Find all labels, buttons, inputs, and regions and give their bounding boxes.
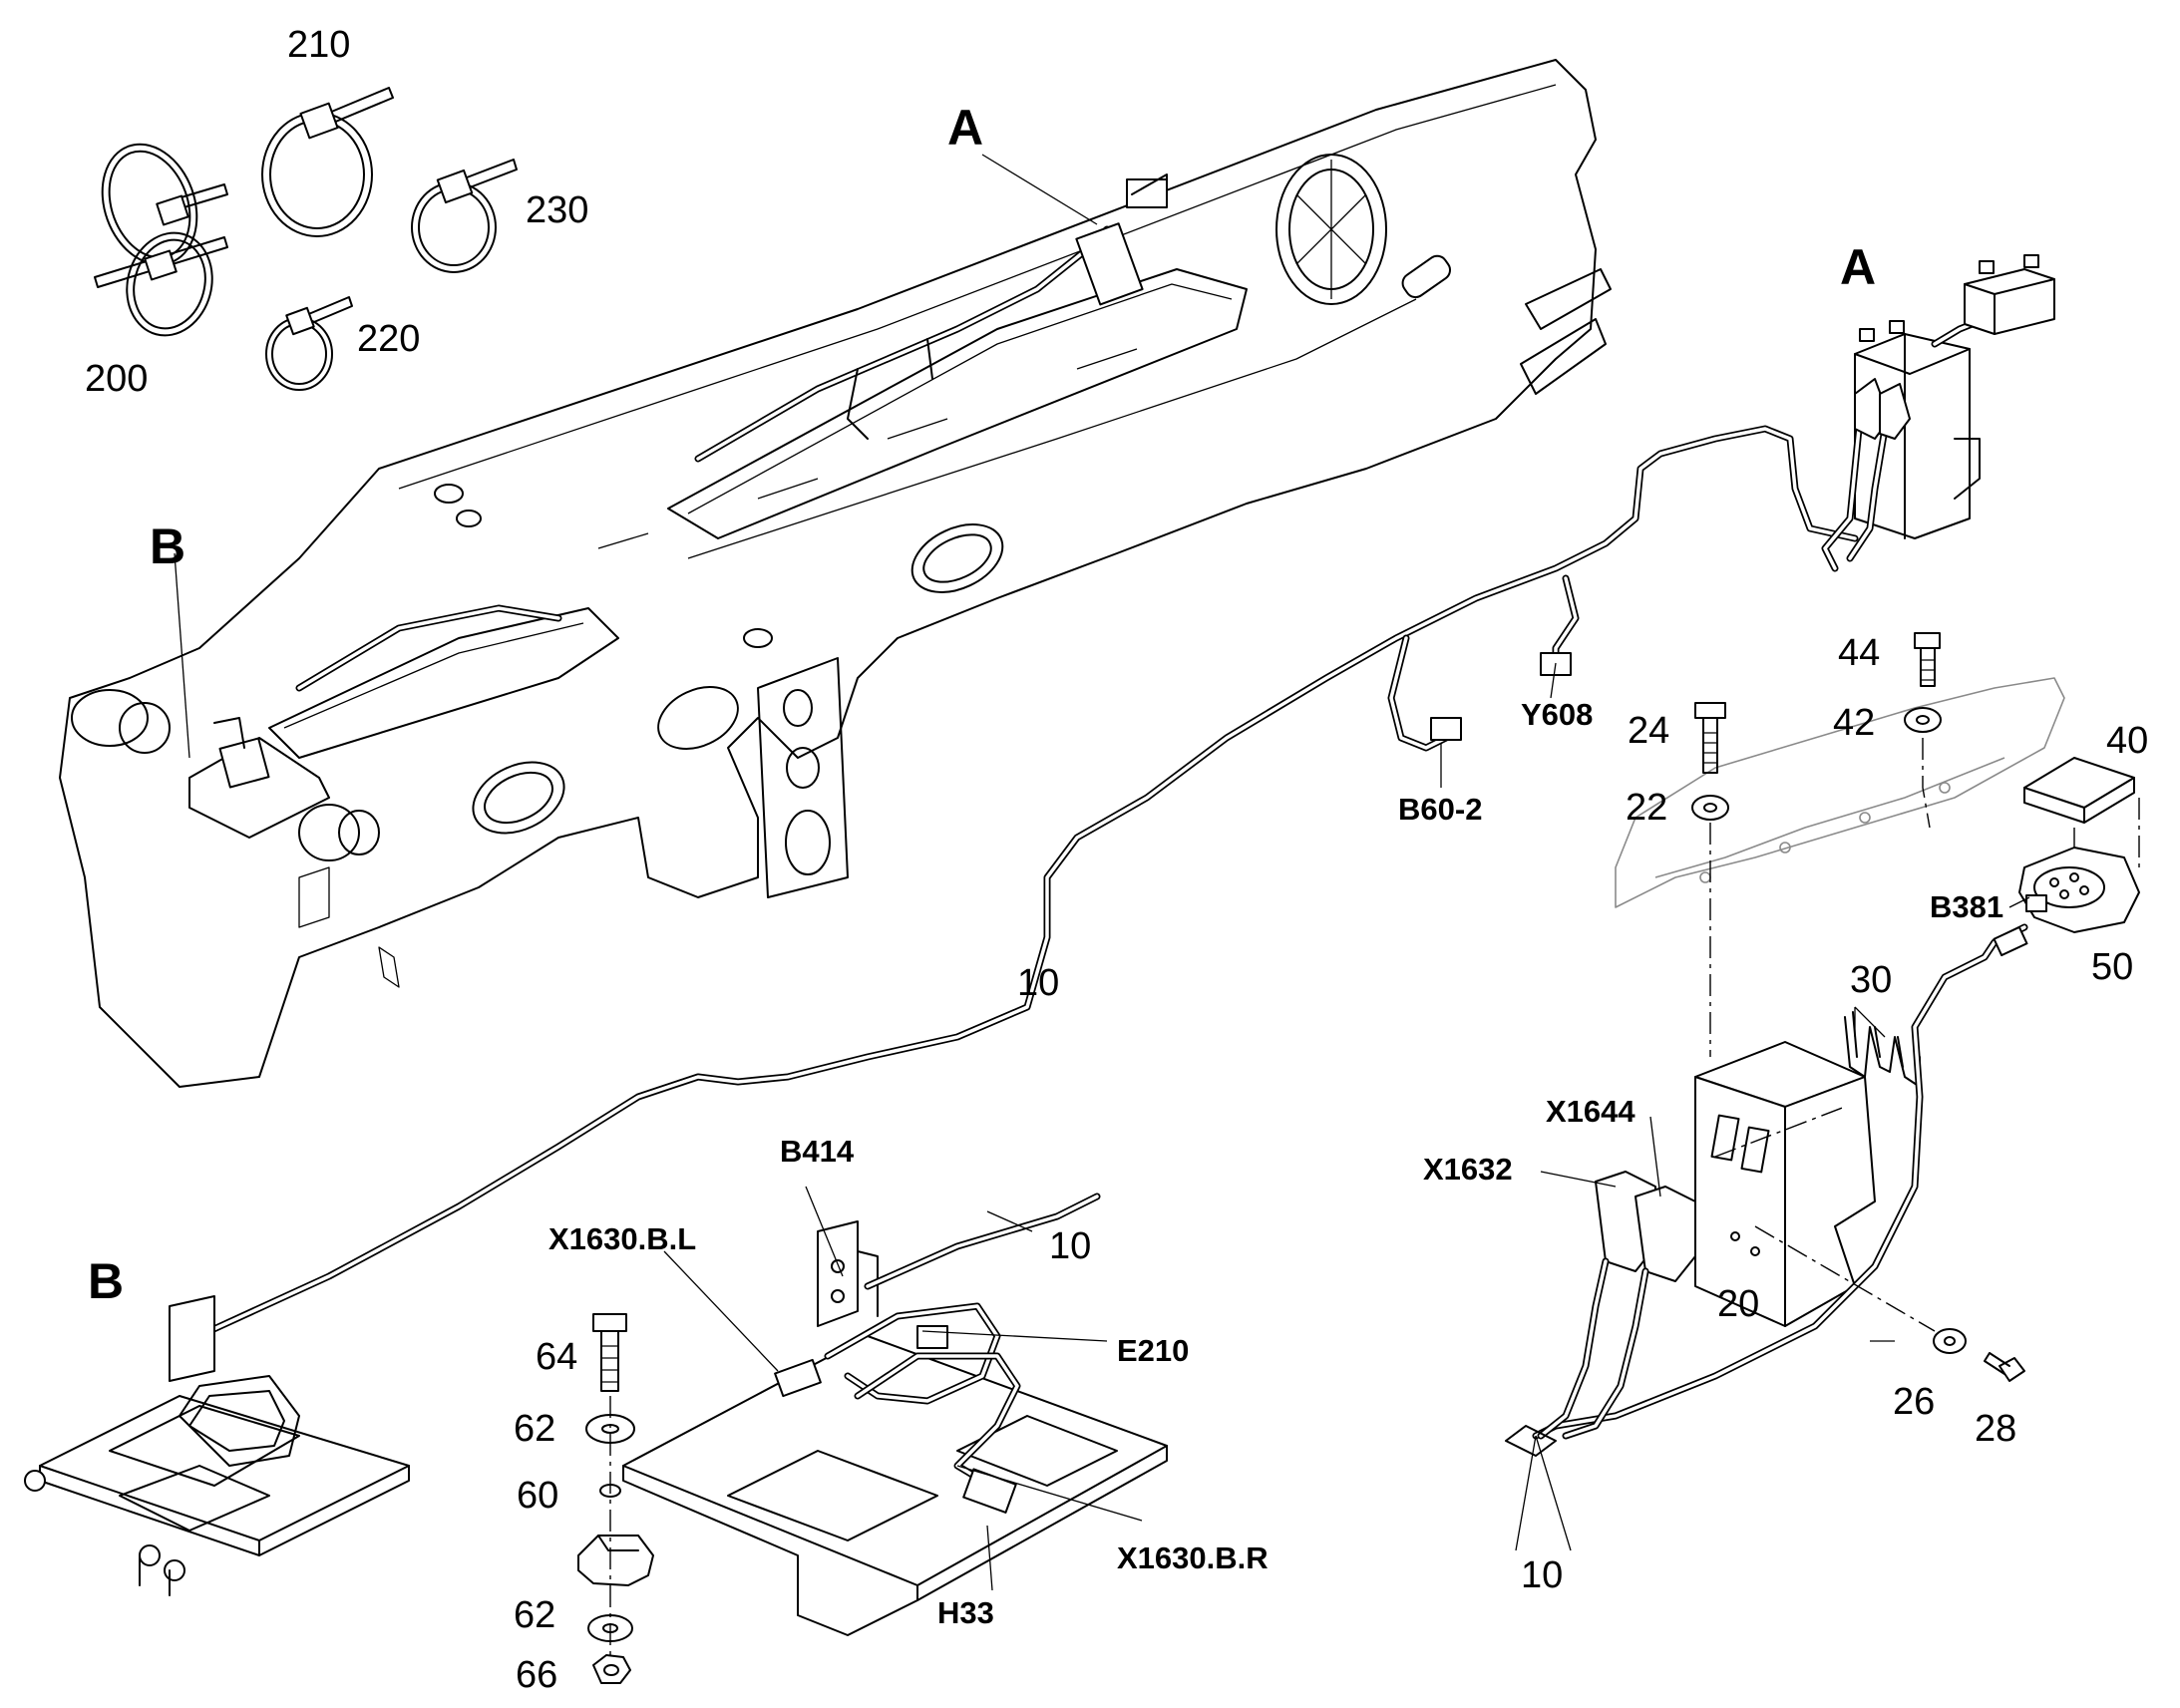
- chassis-harness-b: [188, 604, 562, 839]
- sensor-50: [2018, 847, 2140, 933]
- harness-10: [205, 425, 1859, 1335]
- callout-44: 44: [1838, 632, 1880, 674]
- callout-24: 24: [1628, 710, 1669, 752]
- callout-42: 42: [1833, 702, 1875, 744]
- detail-a-assembly: [1821, 254, 2055, 572]
- washer-22: [1691, 795, 1729, 821]
- detail-b-small: [24, 1295, 410, 1596]
- callout-10-mid: 10: [1017, 962, 1059, 1004]
- callout-230: 230: [526, 189, 588, 231]
- callout-66: 66: [516, 1654, 557, 1696]
- code-b414: B414: [780, 1134, 855, 1169]
- code-x1630-b-l: X1630.B.L: [548, 1221, 696, 1256]
- assembly-line-30: [1714, 1106, 1846, 1158]
- callout-10-right: 10: [1521, 1554, 1563, 1596]
- view-b-bottom-label: B: [88, 1253, 124, 1309]
- assembly-line-42: [1922, 738, 1931, 829]
- code-x1644: X1644: [1546, 1094, 1635, 1129]
- clip-30: [1844, 1011, 1921, 1088]
- callout-30: 30: [1850, 959, 1892, 1001]
- assembly-line-40: [2073, 798, 2140, 867]
- sensor-cable-b381: [1532, 923, 2028, 1440]
- code-y608: Y608: [1521, 697, 1593, 732]
- callout-20: 20: [1717, 1283, 1759, 1325]
- callout-210: 210: [287, 24, 350, 66]
- code-b381: B381: [1930, 889, 2003, 924]
- callout-22: 22: [1626, 787, 1667, 829]
- washer-26: [1933, 1328, 1967, 1354]
- callout-26: 26: [1893, 1381, 1935, 1423]
- nut-66: [592, 1654, 631, 1684]
- chassis-frame: [59, 59, 1612, 1088]
- callout-64: 64: [536, 1336, 577, 1378]
- callout-28: 28: [1975, 1408, 2016, 1450]
- chassis-harness-a: [694, 173, 1168, 463]
- view-a-top-label: A: [947, 100, 983, 156]
- code-e210: E210: [1117, 1333, 1189, 1368]
- callout-220: 220: [357, 318, 420, 360]
- code-x1630-b-r: X1630.B.R: [1117, 1540, 1269, 1575]
- code-x1632: X1632: [1423, 1152, 1513, 1187]
- cover-40: [2023, 757, 2135, 824]
- callout-200: 200: [85, 358, 148, 400]
- callout-50: 50: [2091, 946, 2133, 988]
- callout-62a: 62: [514, 1408, 555, 1450]
- cable-tie-220: [265, 296, 353, 391]
- view-a-right-label: A: [1840, 239, 1876, 295]
- bolt-44: [1914, 632, 1941, 687]
- bolt-28: [1984, 1352, 2025, 1382]
- callout-40: 40: [2106, 720, 2148, 762]
- cable-tie-230: [411, 159, 518, 273]
- cable-tie-210: [261, 87, 394, 237]
- isolator-mount: [577, 1535, 654, 1586]
- bolt-24: [1694, 702, 1726, 774]
- callout-60: 60: [517, 1475, 558, 1517]
- cable-tie-200: [94, 143, 228, 337]
- code-h33: H33: [937, 1595, 994, 1630]
- callout-62b: 62: [514, 1594, 555, 1636]
- bracket-20: [1694, 1041, 1876, 1327]
- washer-42: [1904, 707, 1942, 733]
- connectors-x1632-x1644: [1505, 1171, 1696, 1457]
- view-b-left-label: B: [150, 518, 185, 574]
- assembly-line-26: [1754, 1225, 1936, 1332]
- code-b60-2: B60-2: [1398, 792, 1482, 827]
- callout-10-b: 10: [1049, 1225, 1091, 1267]
- leader-lines: [174, 154, 2030, 1591]
- mounting-plate-grey: [1615, 677, 2065, 908]
- bolt-64: [592, 1313, 627, 1392]
